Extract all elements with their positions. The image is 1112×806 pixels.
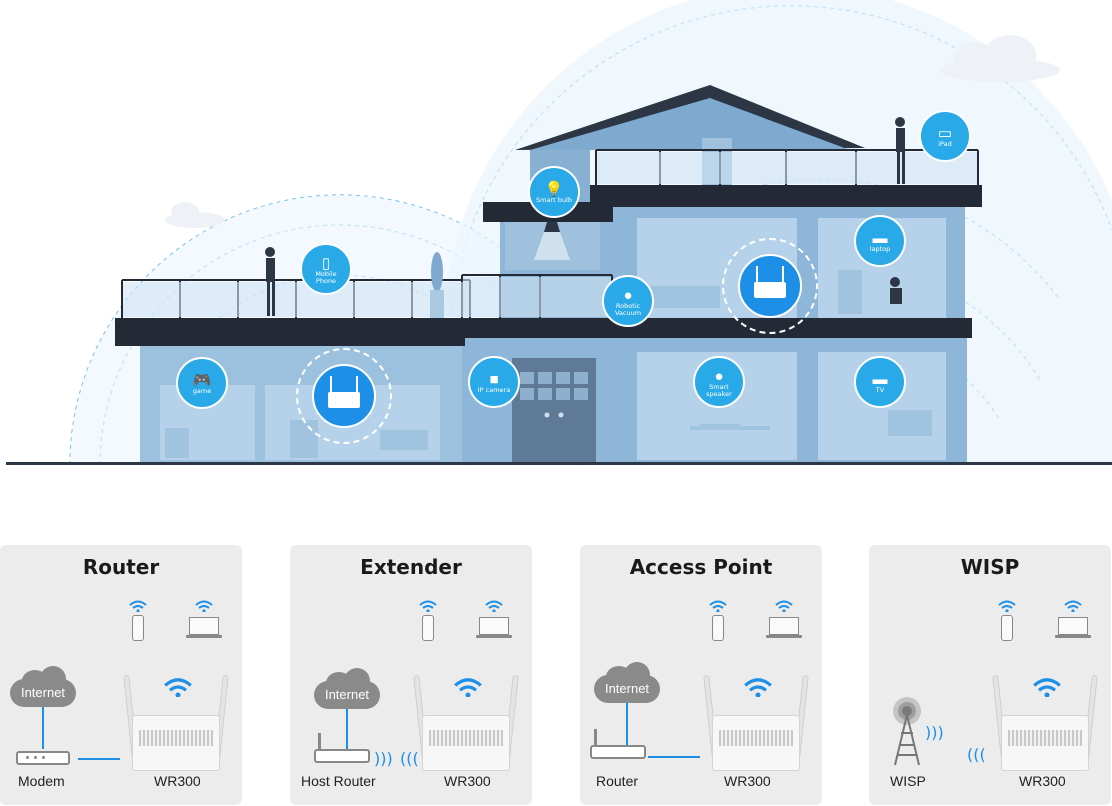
device-robotic-vacuum: ● Robotic Vacuum <box>602 275 654 327</box>
link-line <box>346 709 348 749</box>
card-title: Router <box>82 555 160 579</box>
router-icon <box>312 364 376 428</box>
device-smart-speaker: ● Smart speaker <box>693 356 745 408</box>
cloud-icon: Internet <box>314 668 380 709</box>
device-laptop: ▬ laptop <box>854 215 906 267</box>
left-caption: Modem <box>18 773 65 789</box>
wifi-icon <box>998 600 1016 612</box>
mode-card-wisp: WISP ))) ((( WISP WR300 <box>869 545 1111 805</box>
link-line <box>648 756 700 758</box>
wifi-icon <box>775 600 793 612</box>
gamepad-icon: 🎮 <box>192 372 212 389</box>
phone-icon <box>422 615 434 641</box>
link-line <box>626 703 628 747</box>
device-tv: ▬ TV <box>854 356 906 408</box>
vacuum-icon: ● <box>623 286 633 304</box>
wifi-icon <box>419 600 437 612</box>
wifi-icon <box>195 600 213 612</box>
mode-card-access-point: Access Point Internet Router WR300 <box>580 545 822 805</box>
mode-card-router: Router Internet Modem WR300 <box>0 545 242 805</box>
left-caption: WISP <box>890 773 926 789</box>
laptop-icon: ▬ <box>872 230 888 247</box>
card-title: Access Point <box>629 555 773 579</box>
tv-icon: ▬ <box>872 371 888 388</box>
left-caption: Router <box>596 773 639 789</box>
device-smart-bulb: 💡 Smart bulb <box>528 166 580 218</box>
phone-icon <box>132 615 144 641</box>
card-title: Extender <box>360 555 462 579</box>
router-coverage-ring <box>296 348 392 444</box>
house-illustration <box>6 0 1112 466</box>
left-caption: Host Router <box>301 773 376 789</box>
link-line <box>42 707 44 749</box>
wifi-icon <box>129 600 147 612</box>
right-caption: WR300 <box>154 773 201 789</box>
modem-icon <box>16 751 70 765</box>
host-router-icon <box>314 733 370 763</box>
bulb-icon: 💡 <box>544 181 564 198</box>
device-game: 🎮 game <box>176 357 228 409</box>
phone-icon <box>712 615 724 641</box>
laptop-icon <box>1055 617 1091 639</box>
wifi-icon <box>709 600 727 612</box>
wifi-icon <box>485 600 503 612</box>
router-icon <box>738 254 802 318</box>
signal-waves-icon: ))) <box>374 749 393 768</box>
laptop-icon <box>186 617 222 639</box>
mode-card-extender: Extender Internet ))) ((( Host Router WR… <box>290 545 532 805</box>
cloud-icon: Internet <box>10 666 76 707</box>
tower-icon <box>893 697 921 766</box>
laptop-icon <box>476 617 512 639</box>
wr300-router-image <box>703 674 809 775</box>
wifi-icon <box>1064 600 1082 612</box>
router-icon <box>590 729 646 759</box>
speaker-icon: ● <box>714 367 724 385</box>
card-title: WISP <box>960 555 1020 579</box>
signal-waves-icon: ((( <box>400 749 419 768</box>
router-coverage-ring <box>722 238 818 334</box>
phone-icon: ▯ <box>321 254 331 272</box>
wr300-router-image <box>123 674 229 775</box>
link-line <box>78 758 120 760</box>
signal-waves-icon: ))) <box>925 723 944 742</box>
laptop-icon <box>766 617 802 639</box>
camera-icon: ■ <box>489 371 499 388</box>
cloud-icon: Internet <box>594 662 660 703</box>
right-caption: WR300 <box>1019 773 1066 789</box>
phone-icon <box>1001 615 1013 641</box>
tablet-icon: ▭ <box>937 125 953 142</box>
wr300-router-image <box>413 674 519 775</box>
wr300-router-image <box>992 674 1098 775</box>
device-ip-camera: ■ IP camera <box>468 356 520 408</box>
device-mobile-phone: ▯ Mobile Phone <box>300 243 352 295</box>
signal-waves-icon: ((( <box>967 745 986 764</box>
right-caption: WR300 <box>444 773 491 789</box>
right-caption: WR300 <box>724 773 771 789</box>
device-ipad: ▭ iPad <box>919 110 971 162</box>
